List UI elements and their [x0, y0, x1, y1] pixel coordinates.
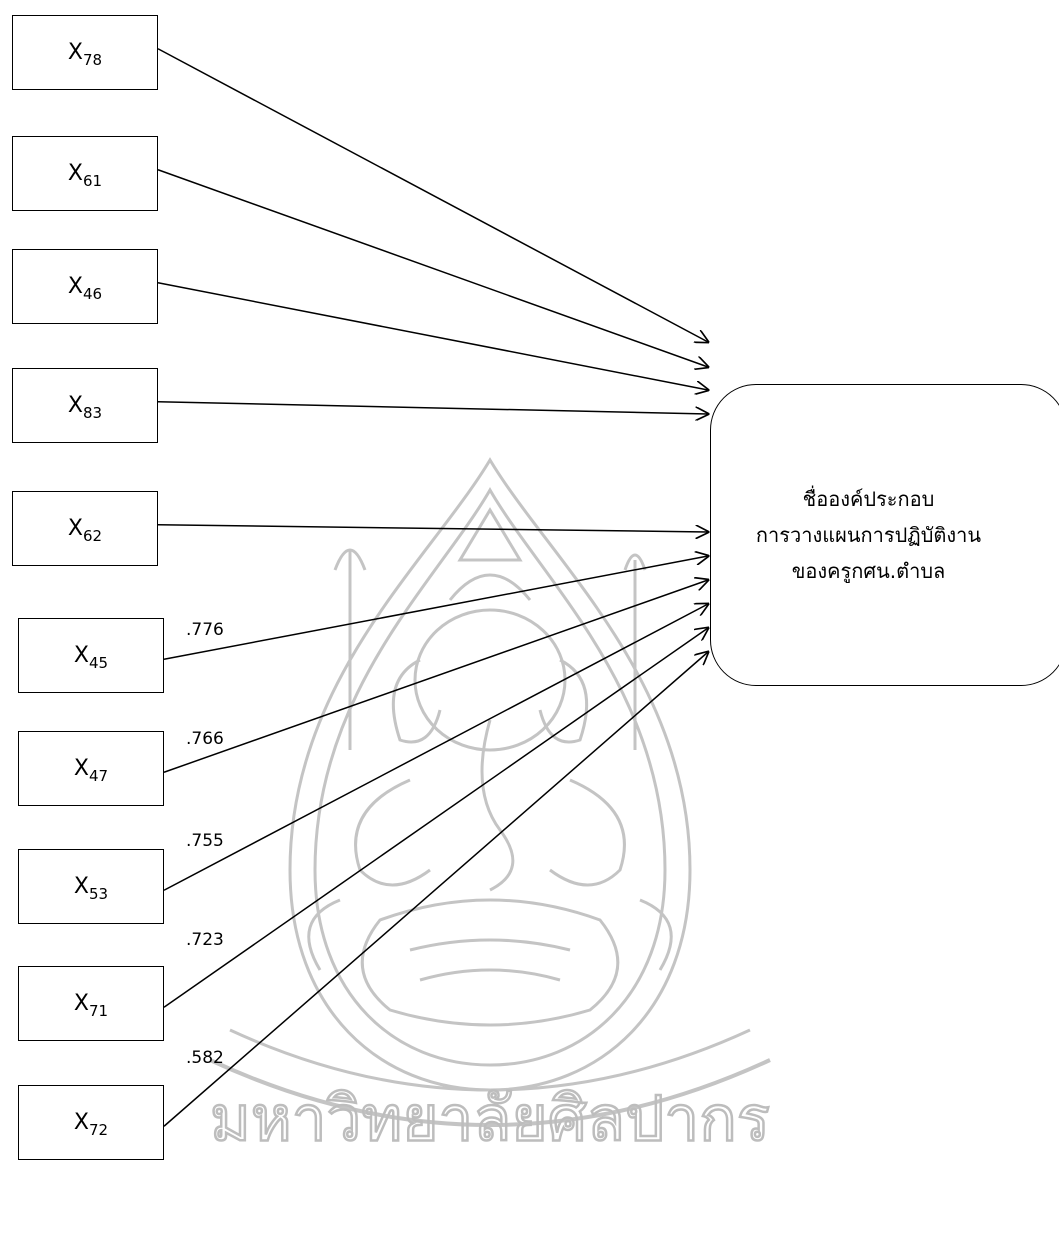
variable-label: X: [73, 643, 89, 668]
loading-coefficient-x47: .766: [186, 729, 224, 749]
variable-subscript: 62: [82, 526, 103, 545]
variable-subscript: 53: [88, 884, 109, 903]
variable-label: X: [73, 756, 89, 781]
path-arrow: [157, 48, 708, 342]
variable-subscript: 61: [82, 171, 103, 190]
variable-label: X: [73, 991, 89, 1016]
variable-label: X: [67, 161, 83, 186]
construct-label-line-1: ชื่อองค์ประกอบ: [802, 487, 935, 511]
variable-label: X: [73, 874, 89, 899]
variable-label: X: [67, 40, 83, 65]
loading-coefficient-x53: .755: [186, 831, 224, 851]
construct-label-line-3: ของครูกศน.ตำบล: [791, 559, 946, 583]
path-arrow: [157, 401, 708, 414]
path-arrow: [163, 580, 708, 773]
construct-box: ชื่อองค์ประกอบ การวางแผนการปฏิบัติงาน ขอ…: [710, 384, 1059, 686]
construct-label-line-2: การวางแผนการปฏิบัติงาน: [755, 523, 982, 547]
loading-coefficient-x72: .582: [186, 1048, 224, 1068]
path-arrow: [157, 282, 708, 390]
variable-subscript: 46: [82, 284, 103, 303]
path-arrow: [157, 524, 708, 532]
variable-subscript: 78: [82, 50, 103, 69]
loading-coefficient-x71: .723: [186, 930, 224, 950]
variable-subscript: 83: [82, 403, 103, 422]
variable-subscript: 72: [88, 1120, 109, 1139]
variable-subscript: 45: [88, 653, 109, 672]
university-seal-watermark: มหาวิทยาลัยศิลปากร: [209, 457, 771, 1156]
variable-label: X: [73, 1110, 89, 1135]
loading-coefficient-x45: .776: [186, 620, 224, 640]
variable-label: X: [67, 516, 83, 541]
variable-subscript: 71: [88, 1001, 109, 1020]
path-arrow: [163, 652, 708, 1127]
path-arrow: [163, 604, 708, 891]
variable-label: X: [67, 393, 83, 418]
watermark-text: มหาวิทยาลัยศิลปากร: [210, 1082, 770, 1155]
variable-subscript: 47: [88, 766, 109, 785]
path-arrow: [163, 628, 708, 1008]
path-arrow: [163, 556, 708, 660]
path-arrow: [157, 169, 708, 367]
variable-label: X: [67, 274, 83, 299]
